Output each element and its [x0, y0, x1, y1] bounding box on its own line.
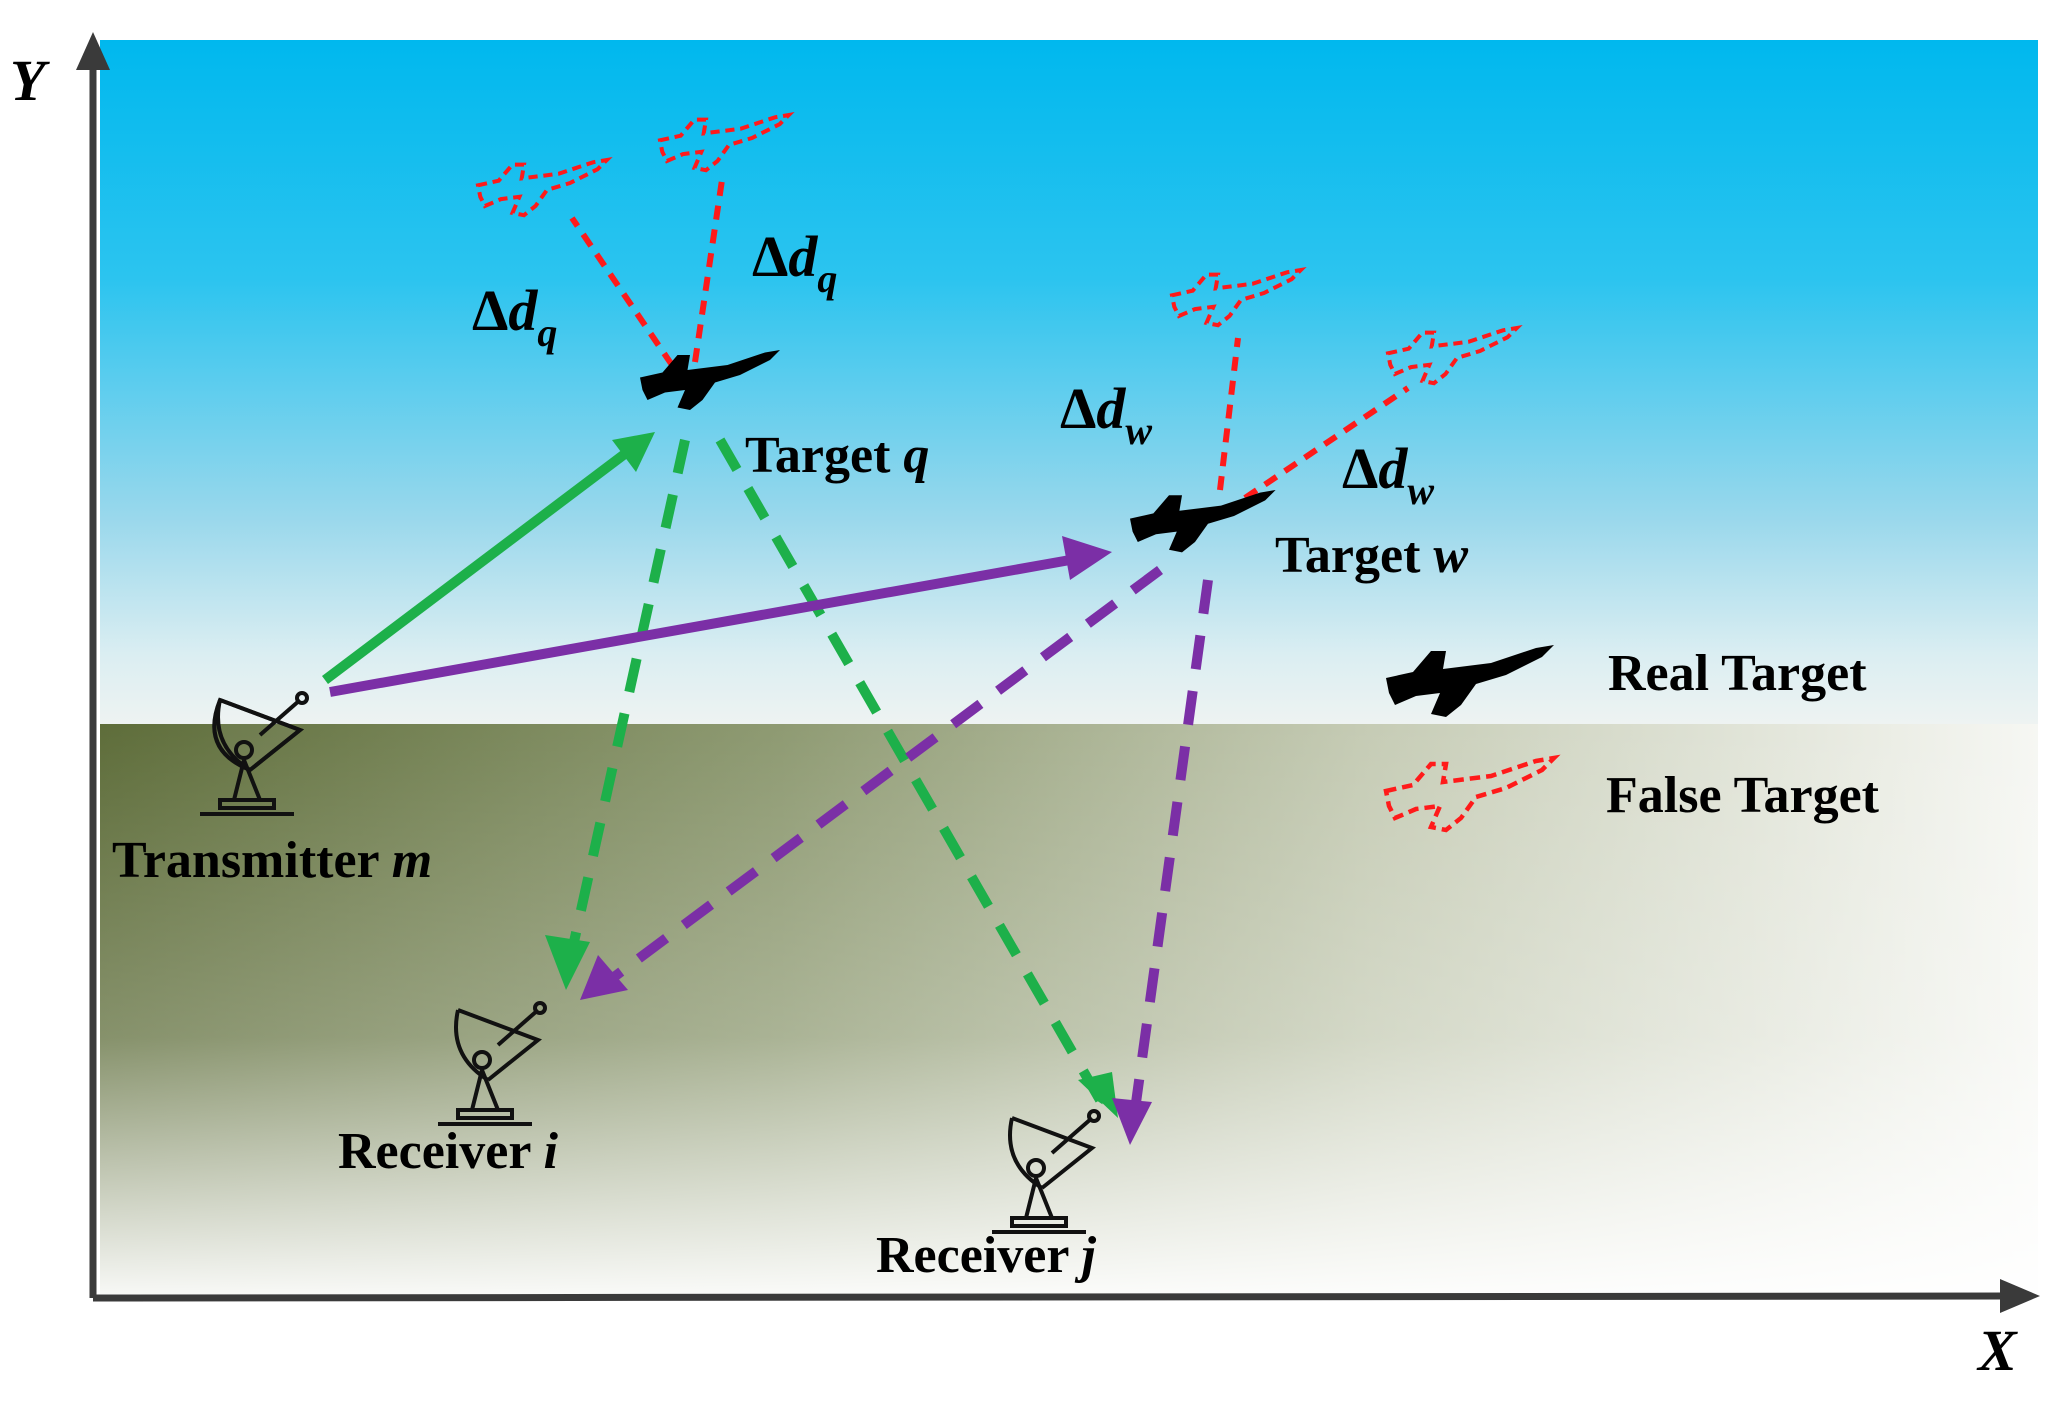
- transmitter-dish-icon: [200, 691, 309, 816]
- receiver-i-dish-icon: [438, 1001, 547, 1126]
- delta-dw-left: Δdw: [1060, 376, 1152, 453]
- delta-dw-right: Δdw: [1342, 436, 1434, 513]
- ground-fade: [100, 724, 2038, 1294]
- delta-dq-left: Δdq: [472, 278, 557, 355]
- green-paths: [321, 437, 1105, 1105]
- green-arrowhead-2: [545, 935, 590, 990]
- transmitter-dish-outline: [219, 698, 304, 772]
- legend: Real Target False Target: [1386, 645, 1880, 830]
- purple-arrowhead-2: [580, 955, 628, 1000]
- transmitter-label: Transmitter m: [112, 832, 432, 889]
- legend-false-target-label: False Target: [1606, 767, 1880, 824]
- y-axis-label: Y: [10, 48, 50, 113]
- legend-real-target-label: Real Target: [1608, 645, 1867, 702]
- green-arrowhead-1: [612, 432, 655, 472]
- target-q-label: Target q: [745, 427, 929, 484]
- receiver-j-dish-icon: [992, 1109, 1101, 1234]
- false-target-delta-lines: [569, 179, 1410, 501]
- receiver-i-label: Receiver i: [338, 1123, 558, 1180]
- purple-arrowhead-3: [1112, 1098, 1152, 1145]
- green-arrowhead-3: [1078, 1072, 1118, 1118]
- delta-dq-right: Δdq: [752, 224, 837, 301]
- target-w-label: Target w: [1275, 527, 1468, 584]
- purple-arrowhead-1: [1062, 536, 1112, 580]
- purple-paths: [329, 555, 1213, 1111]
- x-axis-label: X: [1976, 1318, 2018, 1383]
- receiver-j-label: Receiver j: [876, 1227, 1096, 1284]
- axes: Y X: [10, 32, 2040, 1383]
